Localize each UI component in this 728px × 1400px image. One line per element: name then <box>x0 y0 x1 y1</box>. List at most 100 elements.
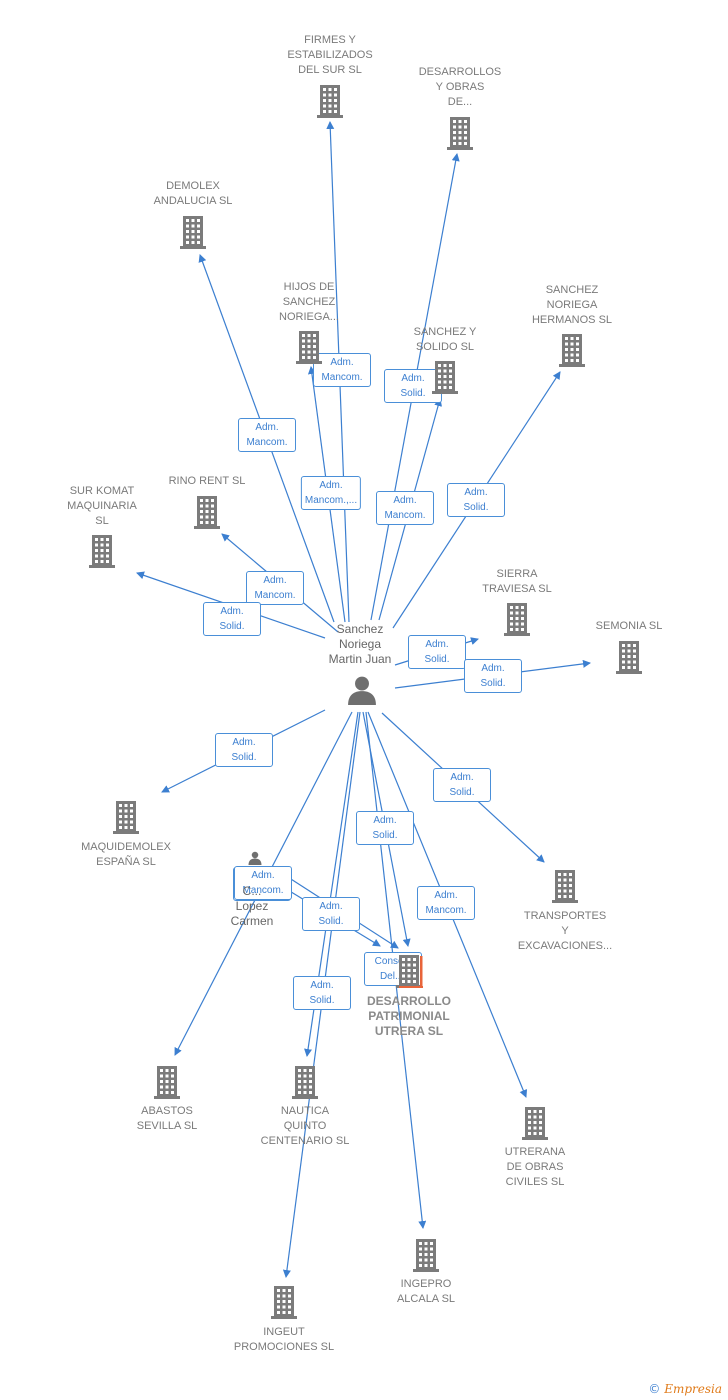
edge-label-hijos[interactable]: Adm. Mancom.,... <box>300 476 362 510</box>
building-icon[interactable] <box>502 602 532 636</box>
building-icon[interactable] <box>411 1238 441 1272</box>
edge-label-sanchez_solido[interactable]: Adm.Solid. <box>384 369 442 403</box>
edge-label-line: Mancom. <box>242 885 284 896</box>
company-label-line: SANCHEZ <box>545 284 599 296</box>
building-icon[interactable] <box>614 640 644 674</box>
edge-label-line: Mancom. <box>425 905 467 916</box>
edge-label-line: Adm. <box>263 575 287 586</box>
building-icon[interactable] <box>290 1065 320 1099</box>
edge-label-line: Adm. <box>464 487 488 498</box>
building-icon[interactable] <box>315 84 345 118</box>
edge-label-line: Consej . <box>374 956 412 967</box>
building-icon[interactable] <box>269 1285 299 1319</box>
edge-label-sierra[interactable]: Adm. Solid. <box>408 635 466 669</box>
edge-label-line: Mancom. <box>246 437 288 448</box>
building-icon[interactable] <box>87 534 117 568</box>
edge-label-demolex[interactable]: Adm.Mancom. <box>238 418 296 452</box>
edge-label-transportes[interactable]: Adm. Solid. <box>433 768 491 802</box>
edge-label-line: Solid. <box>219 621 245 632</box>
edge-label-line: Adm. <box>319 480 343 491</box>
edge-label-line: Adm. <box>220 606 244 617</box>
edge-label-line: Mancom. <box>384 510 426 521</box>
company-label-line: QUINTO <box>283 1120 327 1132</box>
edge-label-line: Adm. <box>393 495 417 506</box>
company-label-line: NORIEGA... <box>279 311 339 323</box>
person-icon[interactable] <box>347 675 377 705</box>
edge-label-line: Adm. <box>434 890 458 901</box>
company-label-line: SEMONIA SL <box>595 620 663 632</box>
company-label-sierra[interactable]: SIERRA TRAVIESA SL <box>482 567 552 597</box>
edge-label-line: Adm. <box>330 357 354 368</box>
edge-label-maquidemolex[interactable]: Adm.Solid. <box>215 733 273 767</box>
building-icon[interactable] <box>550 869 580 903</box>
edge-label-nautica[interactable]: Adm.Solid. <box>302 897 360 931</box>
edge-label-sanchez_hermanos[interactable]: Adm. Solid. <box>447 483 505 517</box>
building-icon[interactable] <box>152 1065 182 1099</box>
company-label-line: UTRERA SL <box>374 1024 444 1038</box>
company-label-line: ESTABILIZADOS <box>287 49 373 61</box>
edge-label-line: Solid. <box>424 654 450 665</box>
person-icon[interactable] <box>248 851 262 865</box>
edge-label-line: Solid. <box>463 502 489 513</box>
edge-label-desarrollo_patrimonial[interactable]: Adm.Solid. <box>356 811 414 845</box>
company-label-line: CENTENARIO SL <box>260 1135 350 1147</box>
edge-label-line: Mancom.,... <box>304 495 358 506</box>
edge-label-line: Adm. <box>425 639 449 650</box>
edge-label-desarrollos_obras[interactable]: Adm. Mancom. <box>376 491 434 525</box>
company-label-line: SL <box>95 515 109 527</box>
company-label-line: DESARROLLO <box>367 994 451 1008</box>
brand-logo: Empresia <box>664 1382 722 1396</box>
edge-label-line: Solid. <box>449 787 475 798</box>
company-label-line: INGEUT <box>263 1326 305 1338</box>
edge-label-desarrollo_patrimonial[interactable]: Adm.Mancom. <box>234 866 292 900</box>
company-label-line: SIERRA <box>496 568 538 580</box>
building-icon[interactable] <box>294 330 324 364</box>
edge-label-utrerana[interactable]: Adm. Mancom. <box>417 886 475 920</box>
person-label-line: Carmen <box>230 914 274 928</box>
building-icon[interactable] <box>557 333 587 367</box>
company-label-rino[interactable]: RINO RENT SL <box>169 474 246 489</box>
company-label-line: DE OBRAS <box>506 1161 564 1173</box>
building-icon[interactable] <box>111 800 141 834</box>
building-icon[interactable] <box>430 360 460 394</box>
edge-label-line: Adm. <box>450 772 474 783</box>
edge-label-sur_komat[interactable]: Adm. Solid. <box>203 602 261 636</box>
edge-label-rino[interactable]: Adm. Mancom. <box>246 571 304 605</box>
edge-label-line: Mancom. <box>254 590 296 601</box>
copyright-symbol: © <box>648 1382 661 1396</box>
person-label-line: Lopez <box>235 899 269 913</box>
building-icon[interactable] <box>192 495 222 529</box>
building-icon[interactable] <box>520 1106 550 1140</box>
building-icon[interactable] <box>394 954 424 988</box>
company-label-line: ESPAÑA SL <box>96 856 156 868</box>
company-label-line: CIVILES SL <box>505 1176 565 1188</box>
edge-label-ingeut[interactable]: Adm.Solid. <box>293 976 351 1010</box>
edge-label-firmes[interactable]: Adm.Mancom. <box>313 353 371 387</box>
edge-label-line: Adm. <box>310 980 334 991</box>
company-label-line: INGEPRO <box>400 1278 452 1290</box>
edge-label-semonia[interactable]: Adm.Solid. <box>464 659 522 693</box>
building-icon[interactable] <box>445 116 475 150</box>
company-label-line: SOLIDO SL <box>415 341 475 353</box>
company-label-line: TRAVIESA SL <box>482 583 552 595</box>
building-icon[interactable] <box>178 215 208 249</box>
company-label-semonia[interactable]: SEMONIA SL <box>596 619 663 634</box>
edge-label-line: Adm. <box>401 373 425 384</box>
